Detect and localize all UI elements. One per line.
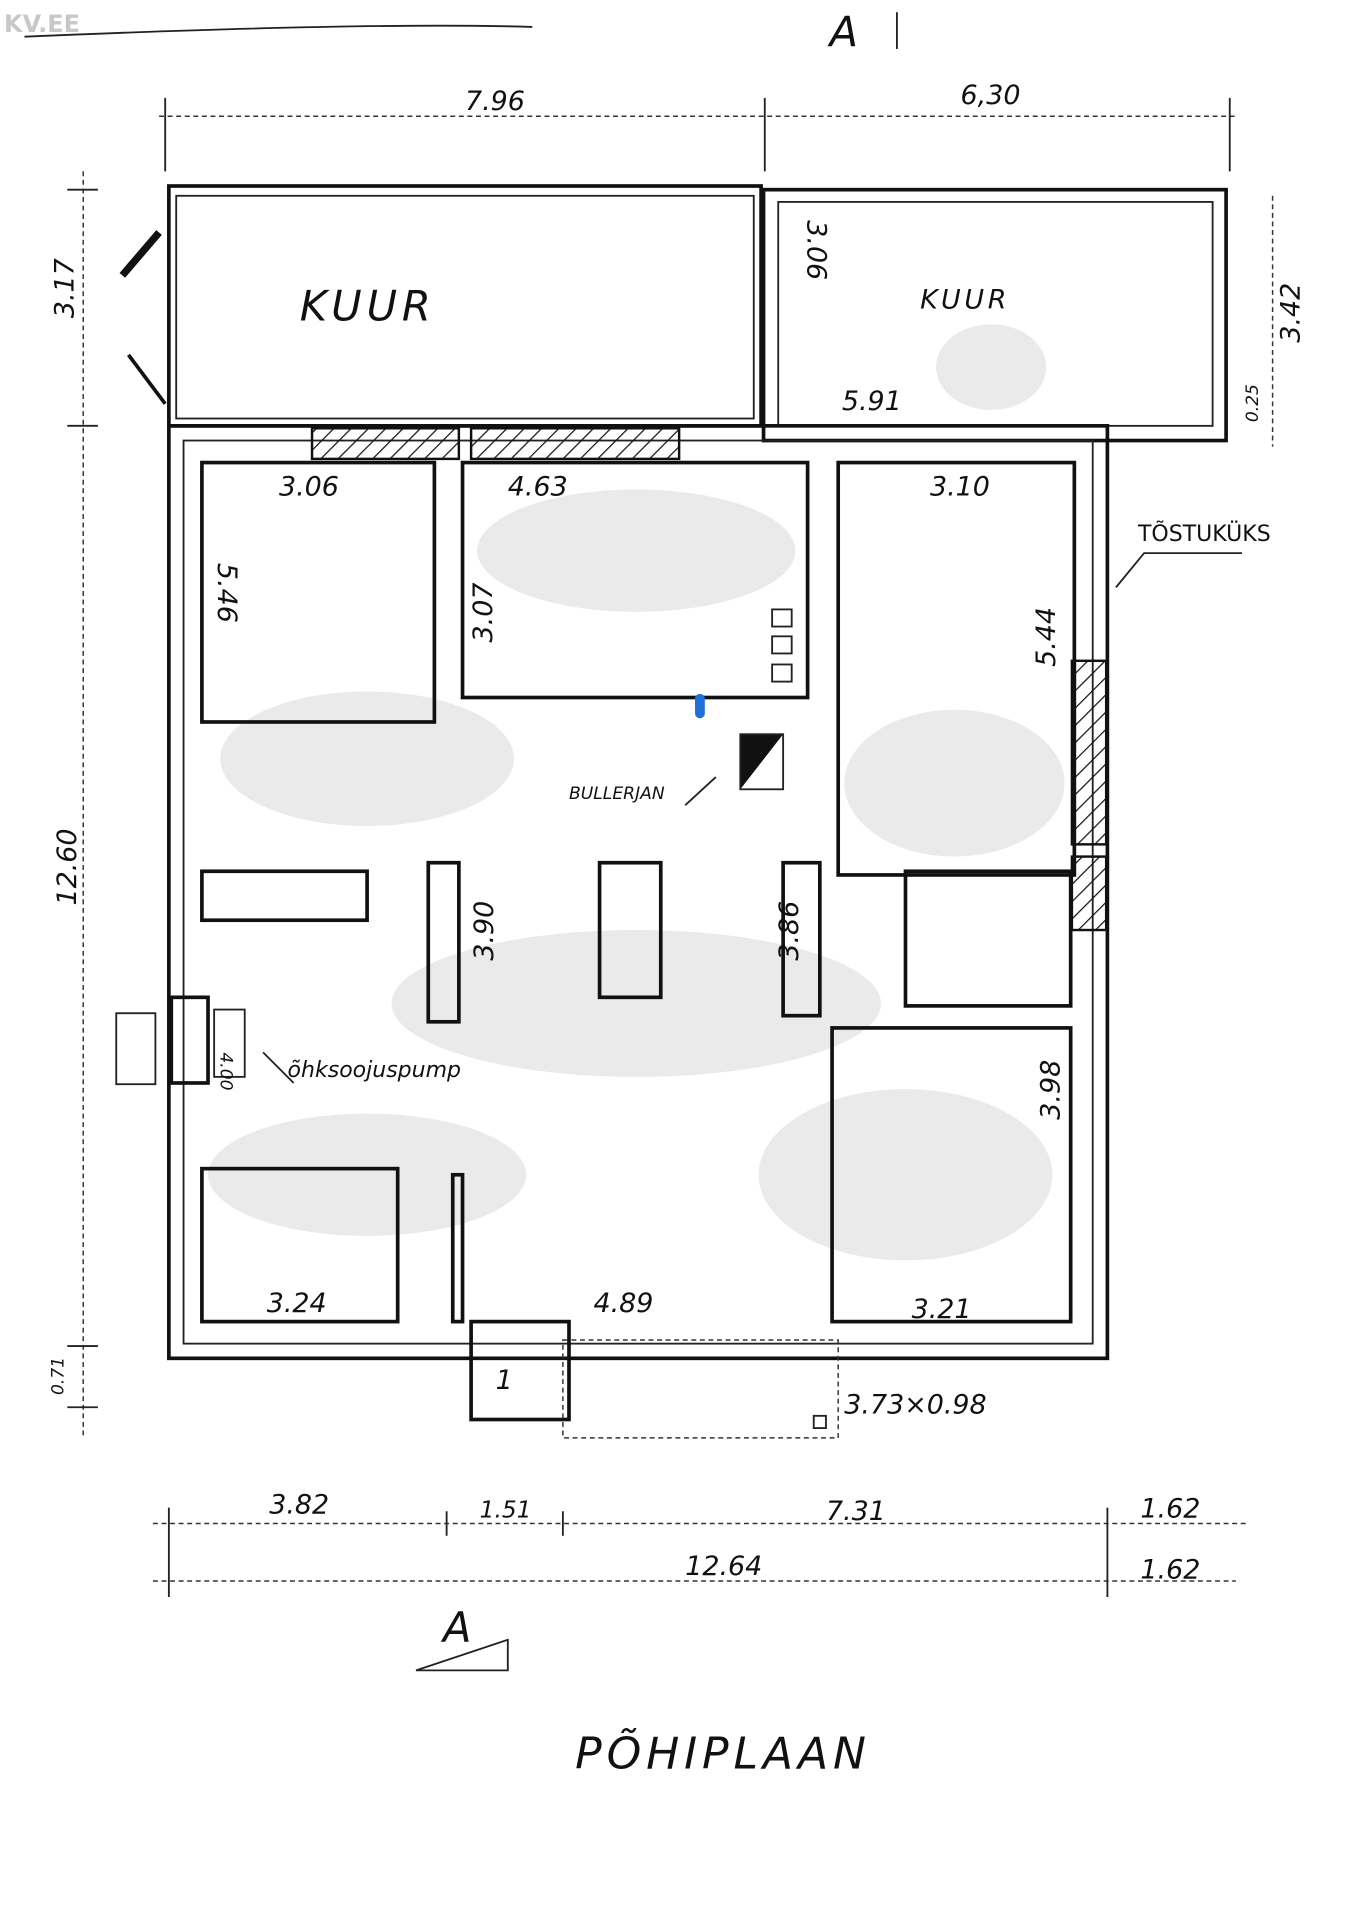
dim-right-shed: 3.42 — [1276, 283, 1307, 343]
dim-room-s-width: 4.89 — [593, 1288, 653, 1319]
shed-walls — [119, 184, 1228, 443]
top-dimension-line — [159, 97, 1236, 172]
dim-left-total: 12.60 — [52, 829, 83, 906]
dim-bottom-2: 1.51 — [480, 1496, 532, 1523]
dim-shed-right-width: 5.91 — [842, 386, 902, 417]
dim-left-bottom: 0.71 — [49, 1357, 69, 1395]
bottom-dimension-lines — [152, 1507, 1249, 1597]
dim-room-nw-height: 5.46 — [211, 563, 242, 623]
dim-bottom-total: 12.64 — [685, 1551, 762, 1582]
label-terrace-size: 3.73×0.98 — [844, 1389, 986, 1420]
dim-bottom-3: 7.31 — [826, 1496, 886, 1527]
scan-smudges — [208, 324, 1065, 1261]
dim-room-n-width: 4.63 — [508, 472, 568, 503]
dim-room-sw-width: 3.24 — [267, 1288, 327, 1319]
dim-room-ne-height: 5.44 — [1031, 607, 1062, 667]
dim-bottom-1: 3.82 — [269, 1490, 329, 1521]
plan-title: PÕHIPLAAN — [575, 1727, 871, 1779]
room-label-shed-left: KUUR — [300, 282, 436, 331]
building-walls — [115, 424, 1110, 1439]
room-label-shed-right: KUUR — [920, 284, 1010, 315]
left-dimension-line — [67, 171, 98, 1438]
section-marker-top: A — [827, 7, 863, 56]
dim-top-right: 6,30 — [961, 80, 1021, 111]
label-entrance-number: 1 — [496, 1365, 513, 1396]
dim-hall-left: 3.90 — [469, 901, 500, 961]
label-boiler: BULLERJAN — [569, 784, 665, 804]
dim-room-nw-width: 3.06 — [279, 472, 339, 503]
dim-hall-right: 3.86 — [774, 901, 805, 961]
dim-room-se-width: 3.21 — [912, 1294, 972, 1325]
dim-top-left: 7.96 — [465, 86, 525, 117]
dim-left-shed: 3.17 — [49, 258, 80, 318]
dim-room-se-height: 3.98 — [1036, 1060, 1067, 1120]
dim-room-w-height: 4.00 — [215, 1052, 235, 1090]
watermark-logo: KV.EE — [4, 10, 80, 38]
label-lift-door: TÕSTUKÜKS — [1137, 520, 1271, 547]
label-heat-pump: õhksoojuspump — [288, 1058, 461, 1083]
section-marker-bottom: A — [440, 1603, 476, 1652]
dim-bottom-4: 1.62 — [1140, 1493, 1200, 1524]
dim-right-offset: 0.25 — [1243, 384, 1263, 422]
dim-bottom-total-right: 1.62 — [1140, 1555, 1200, 1586]
blue-marker — [695, 693, 705, 719]
dim-room-n-height: 3.07 — [468, 583, 499, 643]
dim-shed-divider: 3.06 — [801, 220, 832, 280]
dim-room-ne-width: 3.10 — [930, 472, 990, 503]
